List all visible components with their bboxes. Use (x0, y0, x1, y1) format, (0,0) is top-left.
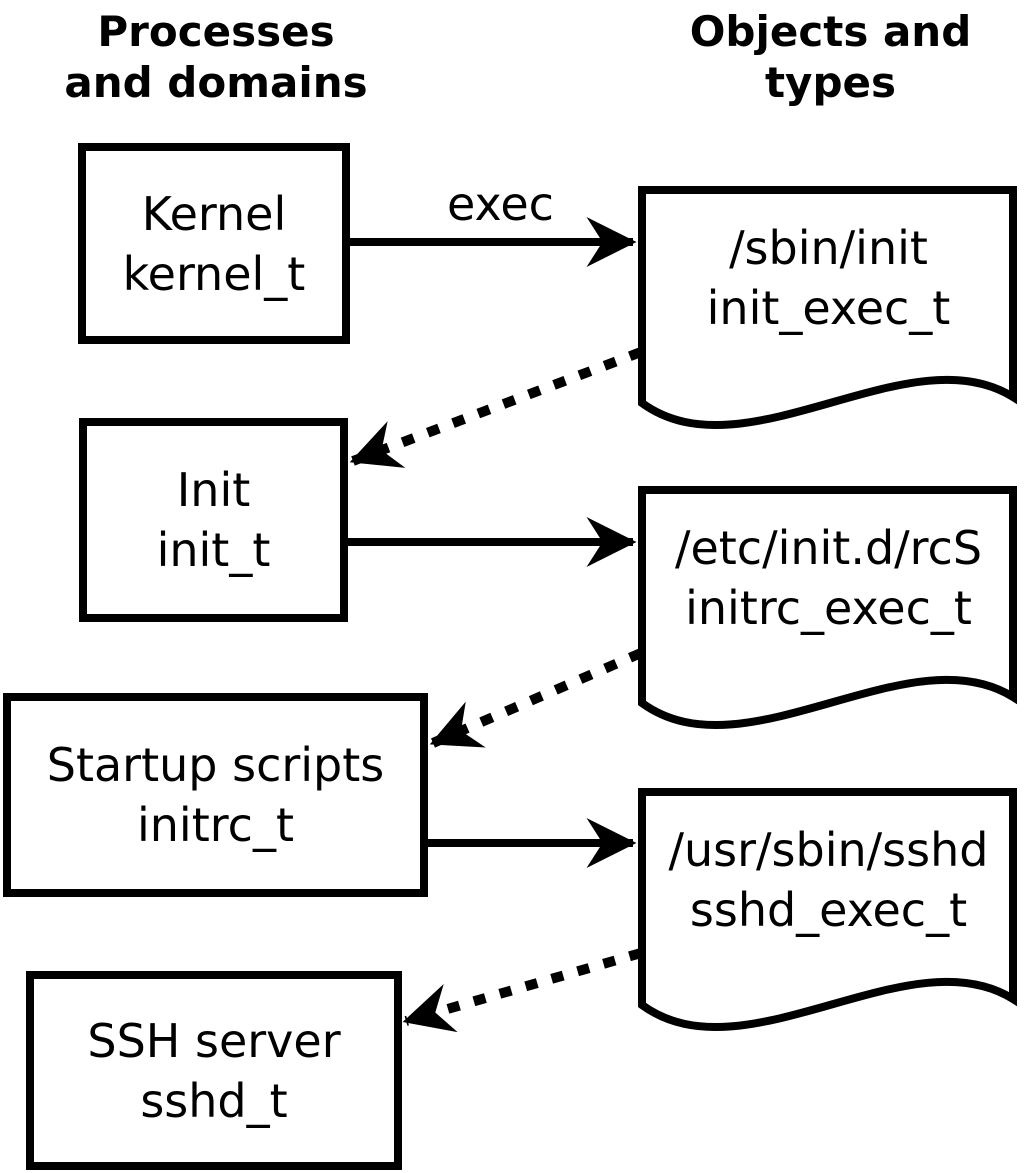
transition-arrow-sshd-to-ssh-server (402, 948, 643, 1033)
object-doc-usr-sbin-sshd: /usr/sbin/sshd sshd_exec_t (637, 788, 1020, 1038)
header-line: and domains (64, 58, 368, 107)
domain-type: kernel_t (122, 246, 306, 301)
object-type: init_exec_t (706, 281, 951, 335)
header-line: Objects and (689, 7, 972, 56)
object-label: /etc/init.d/rcS initrc_exec_t (637, 486, 1020, 670)
domain-box-init: Init init_t (79, 418, 348, 622)
exec-arrow-label: exec (447, 177, 554, 231)
object-label: /sbin/init init_exec_t (637, 186, 1020, 370)
object-doc-sbin-init: /sbin/init init_exec_t (637, 186, 1020, 436)
domain-type: init_t (156, 523, 271, 577)
domain-name: Init (176, 463, 251, 517)
header-line: types (764, 58, 896, 107)
domain-box-startup-scripts: Startup scripts initrc_t (3, 693, 428, 897)
document-shape-icon (638, 788, 1017, 1031)
object-doc-etc-initd-rcs: /etc/init.d/rcS initrc_exec_t (637, 486, 1020, 736)
object-path: /etc/init.d/rcS (674, 521, 983, 575)
domain-box-kernel: Kernel kernel_t (78, 143, 350, 344)
domain-type: initrc_t (137, 798, 294, 852)
object-path: /usr/sbin/sshd (668, 823, 989, 877)
domain-name: Kernel (141, 186, 287, 241)
domain-type: sshd_t (140, 1073, 288, 1128)
domain-box-ssh-server: SSH server sshd_t (26, 971, 402, 1170)
document-shape-icon (638, 486, 1017, 729)
domain-name: SSH server (87, 1013, 341, 1068)
document-shape-icon (638, 186, 1017, 429)
transition-arrow-sbininit-to-init (349, 347, 643, 468)
object-label: /usr/sbin/sshd sshd_exec_t (637, 788, 1020, 972)
object-type: initrc_exec_t (685, 581, 972, 635)
column-header-objects: Objects and types (637, 6, 1024, 108)
column-header-processes: Processes and domains (0, 6, 432, 108)
object-path: /sbin/init (729, 221, 928, 275)
domain-name: Startup scripts (46, 738, 385, 792)
transition-arrow-rcs-to-startup-scripts (429, 648, 643, 748)
object-type: sshd_exec_t (689, 883, 968, 937)
header-line: Processes (97, 7, 335, 56)
